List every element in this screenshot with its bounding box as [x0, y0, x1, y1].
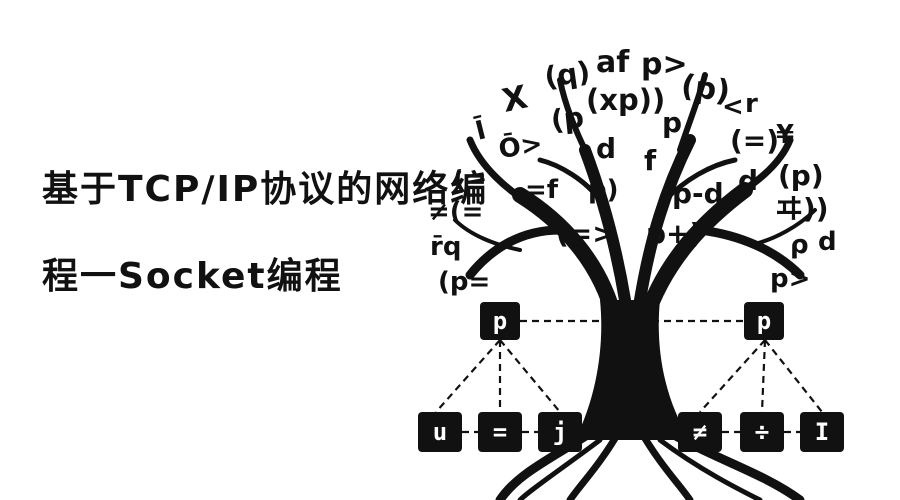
svg-text:p: p — [493, 307, 507, 335]
canopy-glyph: r̄q — [430, 232, 461, 262]
canopy-glyph: (=> — [556, 217, 616, 250]
canopy-glyph: p> — [770, 264, 810, 294]
canopy-glyph: (= — [451, 162, 489, 197]
node-left-parent: p — [480, 302, 520, 340]
canopy-glyph: d — [596, 132, 616, 165]
page-title-line-1: 基于TCP/IP协议的网络编 — [42, 169, 489, 210]
node-right-child: ≠ — [678, 412, 722, 452]
canopy-glyph: p) — [588, 175, 619, 205]
canopy-glyph: ヰ)) — [775, 192, 829, 225]
tree-connectors — [435, 319, 823, 434]
canopy-glyph: f — [644, 144, 657, 177]
canopy-glyph: (p — [549, 101, 585, 137]
canopy-glyph: (p) — [778, 159, 824, 192]
canopy-glyph: < — [722, 92, 744, 122]
canopy-glyph: (p) — [679, 68, 732, 109]
svg-text:j: j — [553, 418, 567, 446]
canopy-glyphs: (q) af p> (p) X (xp)) < r (p p Ī Ō> d f … — [428, 45, 837, 297]
canopy-glyph: ≠(= — [428, 197, 483, 227]
canopy-glyph: p-d — [672, 177, 724, 210]
node-right-child: I — [800, 412, 844, 452]
canopy-glyph: p — [662, 106, 682, 139]
svg-text:=: = — [493, 418, 507, 446]
canopy-glyph: r — [745, 89, 758, 119]
svg-text:≠: ≠ — [693, 418, 707, 446]
tree-trunk — [575, 300, 690, 440]
tree-branches — [453, 72, 817, 328]
svg-text:÷: ÷ — [755, 418, 769, 446]
page-title-line-2: 程一Socket编程 — [42, 256, 343, 297]
svg-text:u: u — [433, 418, 447, 446]
svg-text:p: p — [757, 307, 771, 335]
node-right-parent: p — [744, 302, 784, 340]
canopy-glyph: p+) — [646, 217, 702, 250]
svg-text:I: I — [815, 418, 829, 446]
canopy-glyph: ¥ — [776, 120, 794, 150]
canopy-glyph: d — [818, 227, 837, 257]
canopy-glyph: (xp)) — [586, 83, 665, 117]
canopy-glyph: X — [499, 77, 531, 119]
canopy-glyph: af — [596, 45, 630, 80]
canopy-glyph: ρ — [790, 230, 809, 260]
canopy-glyph: (p= — [438, 267, 490, 297]
node-left-child: j — [538, 412, 582, 452]
canopy-glyph: d — [738, 164, 758, 197]
node-right-child: ÷ — [740, 412, 784, 452]
node-left-child: u — [418, 412, 462, 452]
canopy-glyph: =f — [525, 175, 559, 205]
canopy-glyph: (=) — [730, 124, 779, 157]
canopy-glyph: (q) — [542, 55, 592, 94]
node-left-child: = — [478, 412, 522, 452]
canopy-glyph: p> — [641, 47, 688, 82]
canopy-glyph: Ō> — [497, 127, 545, 165]
